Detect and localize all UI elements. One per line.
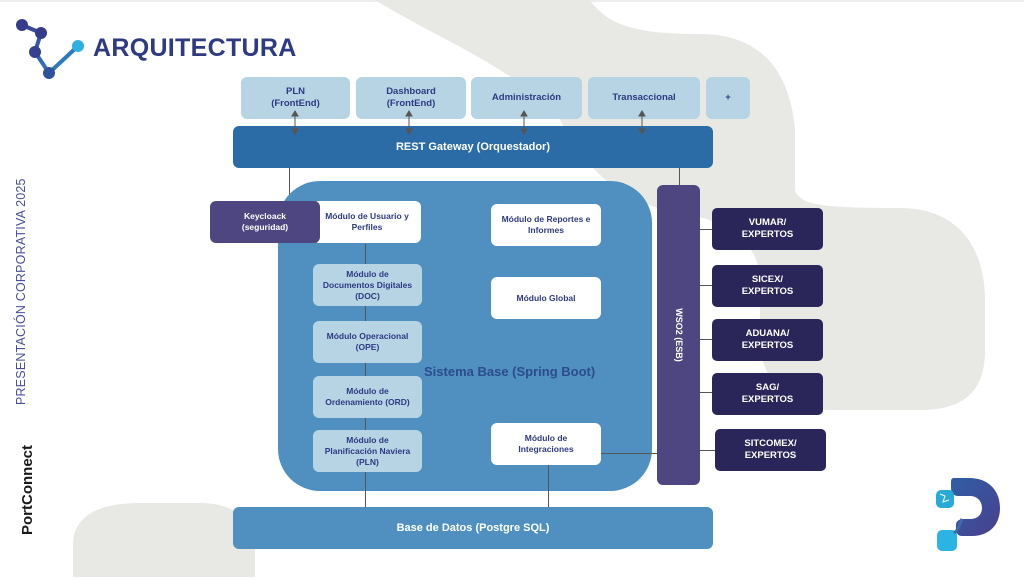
connector-integraciones-esb-inner — [601, 453, 658, 454]
module-reportes-informes-label: Módulo de Reportes e Informes — [501, 214, 591, 235]
module-usuario-perfiles[interactable]: Módulo de Usuario y Perfiles — [313, 201, 421, 243]
connector-esb-aduana — [699, 339, 713, 340]
network-nodes-logo-icon — [16, 19, 84, 79]
connector-integraciones-db-inner — [548, 462, 549, 509]
module-documentos-digitales[interactable]: Módulo de Documentos Digitales (DOC) — [313, 264, 422, 306]
frontend-pln-label: PLN (FrontEnd) — [271, 86, 320, 109]
esb-wso2-label: WSO2 (ESB) — [673, 308, 684, 362]
module-operacional-label: Módulo Operacional (OPE) — [326, 331, 409, 352]
rest-gateway[interactable]: REST Gateway (Orquestador) — [233, 126, 713, 168]
external-aduana-label: ADUANA/ EXPERTOS — [741, 328, 794, 351]
connector-esb-vumar — [699, 229, 713, 230]
external-sag[interactable]: SAG/ EXPERTOS — [712, 373, 823, 415]
frontend-dashboard-label: Dashboard (FrontEnd) — [386, 86, 436, 109]
frontend-administracion[interactable]: Administración — [471, 77, 582, 119]
frontend-administracion-label: Administración — [491, 92, 562, 103]
arrow-administracion-gateway — [520, 110, 528, 135]
page-title: ARQUITECTURA — [93, 34, 297, 62]
module-documentos-digitales-label: Módulo de Documentos Digitales (DOC) — [322, 268, 413, 301]
module-integraciones[interactable]: Módulo de Integraciones — [491, 423, 601, 465]
connector-gateway-keycloak — [289, 168, 290, 203]
external-sitcomex[interactable]: SITCOMEX/ EXPERTOS — [715, 429, 826, 471]
connector-esb-sitcomex — [699, 450, 716, 451]
add-icon: + — [725, 92, 731, 103]
rest-gateway-label: REST Gateway (Orquestador) — [395, 141, 551, 153]
module-operacional[interactable]: Módulo Operacional (OPE) — [313, 321, 422, 363]
system-base-label: Sistema Base (Spring Boot) — [424, 364, 596, 379]
database-postgresql[interactable]: Base de Datos (Postgre SQL) — [233, 507, 713, 549]
external-aduana[interactable]: ADUANA/ EXPERTOS — [712, 319, 823, 361]
module-global[interactable]: Módulo Global — [491, 277, 601, 319]
module-planificacion-naviera[interactable]: Módulo de Planificación Naviera (PLN) — [313, 430, 422, 472]
arrow-pln-gateway — [291, 110, 299, 135]
portconnect-p-logo-icon — [936, 478, 1000, 551]
arrow-transaccional-gateway — [638, 110, 646, 135]
external-sitcomex-label: SITCOMEX/ EXPERTOS — [744, 438, 797, 461]
keycloak-box[interactable]: Keycloack (seguridad) — [210, 201, 320, 243]
keycloak-label: Keycloack (seguridad) — [241, 211, 289, 232]
frontend-more[interactable]: + — [706, 77, 750, 119]
database-label: Base de Datos (Postgre SQL) — [396, 522, 550, 534]
connector-esb-sicex — [699, 285, 713, 286]
external-sicex-label: SICEX/ EXPERTOS — [741, 274, 794, 297]
module-ordenamiento-label: Módulo de Ordenamiento (ORD) — [325, 386, 410, 407]
external-sag-label: SAG/ EXPERTOS — [741, 382, 794, 405]
background-blob-bottom-left — [73, 503, 255, 577]
module-ordenamiento[interactable]: Módulo de Ordenamiento (ORD) — [313, 376, 422, 418]
connector-esb-sag — [699, 392, 713, 393]
esb-wso2[interactable]: WSO2 (ESB) — [657, 185, 700, 485]
frontend-dashboard[interactable]: Dashboard (FrontEnd) — [356, 77, 466, 119]
arrow-dashboard-gateway — [405, 110, 413, 135]
external-vumar[interactable]: VUMAR/ EXPERTOS — [712, 208, 823, 250]
module-reportes-informes[interactable]: Módulo de Reportes e Informes — [491, 204, 601, 246]
frontend-transaccional[interactable]: Transaccional — [588, 77, 700, 119]
module-global-label: Módulo Global — [516, 292, 576, 303]
external-sicex[interactable]: SICEX/ EXPERTOS — [712, 265, 823, 307]
module-integraciones-label: Módulo de Integraciones — [518, 433, 574, 454]
external-vumar-label: VUMAR/ EXPERTOS — [741, 217, 794, 240]
module-planificacion-naviera-label: Módulo de Planificación Naviera (PLN) — [324, 434, 411, 467]
module-usuario-perfiles-label: Módulo de Usuario y Perfiles — [325, 211, 409, 232]
frontend-transaccional-label: Transaccional — [612, 92, 676, 103]
